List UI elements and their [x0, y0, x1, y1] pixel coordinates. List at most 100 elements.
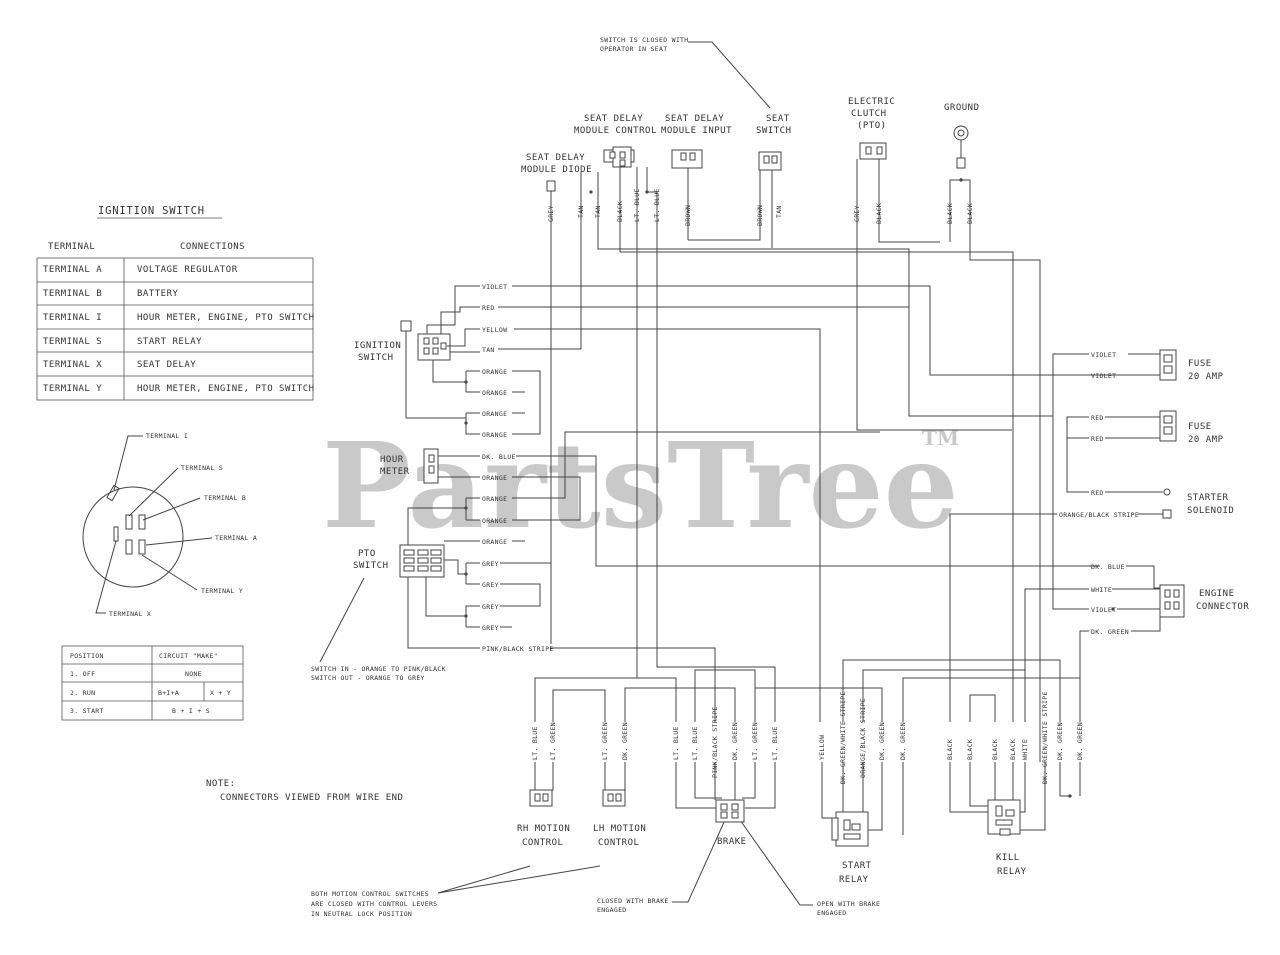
- svg-text:RELAY: RELAY: [997, 867, 1027, 877]
- terminal-label-a: TERMINAL A: [215, 534, 257, 542]
- position-row-circuit: NONE: [185, 670, 202, 678]
- lh-motion-control: LH MOTION CONTROL: [593, 789, 646, 848]
- svg-text:METER: METER: [380, 467, 410, 477]
- svg-text:PINK/BLACK STRIPE: PINK/BLACK STRIPE: [482, 645, 554, 653]
- svg-text:MODULE CONTROL: MODULE CONTROL: [574, 126, 657, 136]
- svg-text:GREY: GREY: [482, 581, 499, 589]
- svg-text:LT. BLUE: LT. BLUE: [653, 188, 661, 222]
- svg-text:PTO: PTO: [358, 549, 376, 559]
- svg-text:ORANGE: ORANGE: [482, 431, 507, 439]
- svg-text:VIOLET: VIOLET: [1091, 351, 1116, 359]
- note-motion: BOTH MOTION CONTROL SWITCHES ARE CLOSED …: [311, 865, 601, 918]
- svg-text:HOUR: HOUR: [380, 455, 404, 465]
- svg-text:RED: RED: [482, 304, 495, 312]
- top-wire-labels: GREY TAN TAN BLACK LT. BLUE LT. BLUE BRO…: [547, 188, 974, 226]
- svg-text:LT. GREEN: LT. GREEN: [601, 722, 609, 760]
- svg-text:SWITCH: SWITCH: [358, 353, 394, 363]
- ignition-row-terminal: TERMINAL B: [43, 289, 102, 299]
- ignition-switch-table: IGNITION SWITCH TERMINAL CONNECTIONS TER…: [36, 205, 315, 401]
- svg-text:SWITCH IN - ORANGE TO PINK/BLA: SWITCH IN - ORANGE TO PINK/BLACK: [311, 665, 446, 673]
- svg-text:SEAT DELAY: SEAT DELAY: [665, 114, 724, 124]
- svg-text:LT. BLUE: LT. BLUE: [633, 188, 641, 222]
- svg-text:DK. GREEN: DK. GREEN: [899, 722, 907, 760]
- svg-text:OPERATOR IN SEAT: OPERATOR IN SEAT: [600, 45, 667, 53]
- ignition-row-connection: HOUR METER, ENGINE, PTO SWITCH: [137, 384, 315, 394]
- svg-text:BLACK: BLACK: [946, 203, 954, 224]
- position-row-circuit: B + I + S: [172, 707, 210, 715]
- note-seat-switch: SWITCH IS CLOSED WITH OPERATOR IN SEAT: [600, 36, 771, 109]
- note-brake-closed: CLOSED WITH BRAKE ENGAGED: [597, 819, 726, 914]
- svg-text:DK. GREEN: DK. GREEN: [621, 722, 629, 760]
- svg-text:LT. GREEN: LT. GREEN: [549, 722, 557, 760]
- svg-text:CONTROL: CONTROL: [598, 838, 639, 848]
- seat-delay-control: SEAT DELAY MODULE CONTROL: [574, 114, 657, 168]
- svg-text:ENGAGED: ENGAGED: [597, 906, 627, 914]
- svg-text:BOTH MOTION CONTROL SWITCHES: BOTH MOTION CONTROL SWITCHES: [311, 890, 429, 898]
- position-row-circuit: B+I+A: [158, 689, 179, 697]
- svg-text:ARE CLOSED WITH CONTROL LEVERS: ARE CLOSED WITH CONTROL LEVERS: [311, 900, 437, 908]
- svg-text:LH MOTION: LH MOTION: [593, 824, 646, 834]
- position-row-label: 2. RUN: [70, 689, 95, 697]
- terminal-label-b: TERMINAL B: [204, 494, 246, 502]
- svg-text:BLACK: BLACK: [966, 203, 974, 224]
- svg-text:SEAT: SEAT: [766, 114, 790, 124]
- starter-solenoid: STARTER SOLENOID: [1162, 488, 1234, 519]
- svg-text:OPEN WITH BRAKE: OPEN WITH BRAKE: [817, 900, 880, 908]
- kill-relay: KILL RELAY: [987, 799, 1027, 877]
- position-row-label: 1. OFF: [70, 670, 95, 678]
- svg-text:IN NEUTRAL LOCK POSITION: IN NEUTRAL LOCK POSITION: [311, 910, 412, 918]
- svg-text:GREY: GREY: [482, 560, 499, 568]
- position-row-label: 3. START: [70, 707, 104, 715]
- svg-text:BLACK: BLACK: [991, 739, 999, 760]
- svg-text:DK. GREEN: DK. GREEN: [878, 722, 886, 760]
- svg-text:YELLOW: YELLOW: [818, 735, 826, 760]
- terminal-label-x: TERMINAL X: [109, 610, 151, 618]
- svg-text:LT. BLUE: LT. BLUE: [691, 726, 699, 760]
- svg-text:DK. GREEN: DK. GREEN: [1091, 628, 1129, 636]
- left-harness-wires: [406, 285, 1117, 722]
- note-pto: SWITCH IN - ORANGE TO PINK/BLACK SWITCH …: [311, 577, 446, 682]
- position-header: POSITION: [70, 652, 104, 660]
- ignition-row-connection: BATTERY: [137, 289, 179, 299]
- svg-text:BLACK: BLACK: [946, 739, 954, 760]
- hour-meter-connector: HOUR METER: [380, 448, 439, 484]
- seat-delay-input: SEAT DELAY MODULE INPUT: [661, 114, 732, 169]
- ignition-row-terminal: TERMINAL X: [43, 360, 102, 370]
- svg-text:START: START: [842, 861, 872, 871]
- svg-text:ORANGE: ORANGE: [482, 389, 507, 397]
- terminal-label-i: TERMINAL I: [146, 432, 188, 440]
- svg-text:(PTO): (PTO): [857, 121, 887, 131]
- svg-text:SWITCH: SWITCH: [756, 126, 792, 136]
- svg-text:ENGAGED: ENGAGED: [817, 909, 847, 917]
- svg-text:WHITE: WHITE: [1091, 586, 1112, 594]
- svg-text:VIOLET: VIOLET: [482, 283, 507, 291]
- svg-text:20 AMP: 20 AMP: [1188, 435, 1224, 445]
- terminal-label-y: TERMINAL Y: [201, 587, 243, 595]
- svg-text:SOLENOID: SOLENOID: [1187, 506, 1234, 516]
- brake-switch: BRAKE: [715, 799, 746, 847]
- svg-text:GREY: GREY: [482, 603, 499, 611]
- svg-text:KILL: KILL: [996, 853, 1020, 863]
- svg-text:GROUND: GROUND: [944, 103, 980, 113]
- svg-text:TAN: TAN: [577, 205, 585, 218]
- svg-text:RED: RED: [1091, 414, 1104, 422]
- svg-text:PINK/BLACK STRIPE: PINK/BLACK STRIPE: [711, 706, 719, 778]
- engine-connector: ENGINE CONNECTOR: [1159, 584, 1249, 618]
- ignition-table-header-terminal: TERMINAL: [48, 242, 95, 252]
- top-wires: [550, 159, 1053, 722]
- position-table: POSITION CIRCUIT "MAKE" 1. OFF NONE 2. R…: [61, 645, 244, 721]
- svg-text:RED: RED: [1091, 489, 1104, 497]
- svg-text:FUSE: FUSE: [1188, 422, 1212, 432]
- svg-text:ORANGE: ORANGE: [482, 368, 507, 376]
- ignition-row-connection: HOUR METER, ENGINE, PTO SWITCH: [137, 313, 315, 323]
- svg-text:FUSE: FUSE: [1188, 359, 1212, 369]
- svg-text:GREY: GREY: [547, 205, 555, 222]
- svg-text:TAN: TAN: [594, 205, 602, 218]
- svg-text:DK. BLUE: DK. BLUE: [1091, 563, 1125, 571]
- svg-text:LT. BLUE: LT. BLUE: [672, 726, 680, 760]
- svg-text:YELLOW: YELLOW: [482, 326, 507, 334]
- svg-text:BLACK: BLACK: [966, 739, 974, 760]
- svg-text:ORANGE: ORANGE: [482, 410, 507, 418]
- position-row-circuit-extra: X + Y: [210, 689, 231, 697]
- svg-text:BLACK: BLACK: [1009, 739, 1017, 760]
